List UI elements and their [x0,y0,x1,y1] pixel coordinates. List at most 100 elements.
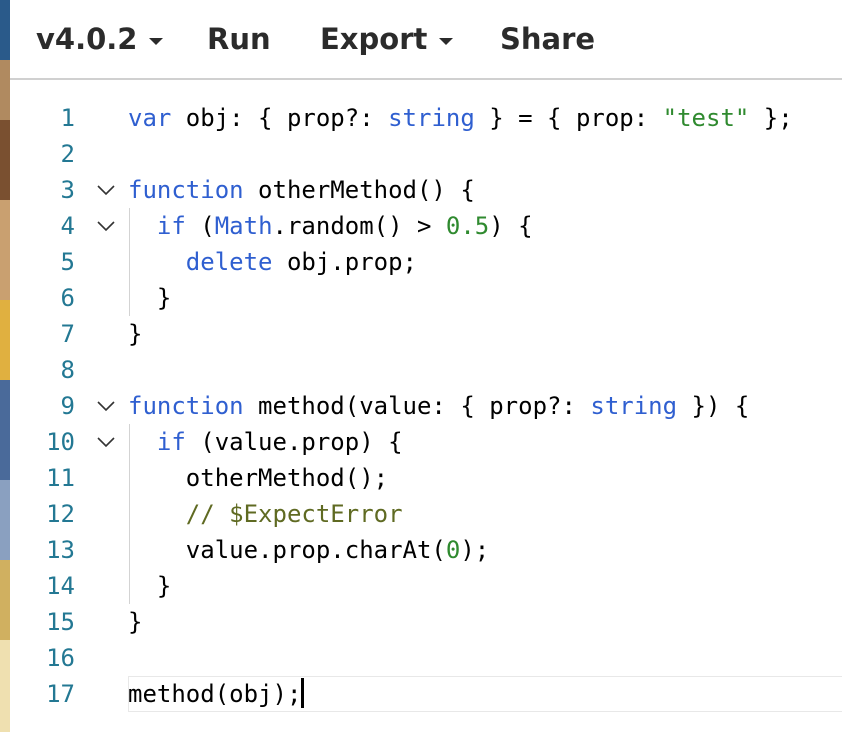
export-dropdown[interactable]: Export [320,22,454,56]
code-token: // $ExpectError [185,500,403,528]
code-token [128,428,157,456]
code-token [128,212,157,240]
code-line[interactable]: 7} [10,316,842,352]
indent-guide [129,244,130,280]
line-code: method(obj); [128,676,305,712]
line-code: if (value.prop) { [128,424,403,460]
code-token: } [128,608,143,636]
code-line[interactable]: 9 function method(value: { prop?: string … [10,388,842,424]
fold-chevron-icon[interactable] [96,388,116,424]
code-line[interactable]: 6 } [10,280,842,316]
line-number: 16 [46,644,75,672]
fold-chevron-icon[interactable] [96,424,116,460]
line-code: function otherMethod() { [128,172,475,208]
code-token: }; [749,104,793,132]
code-token: } [128,284,172,312]
code-token: function [128,392,244,420]
code-line[interactable]: 17 method(obj); [10,676,842,712]
code-line[interactable]: 14 } [10,568,842,604]
code-token: (value.prop) { [185,428,403,456]
code-line[interactable]: 15} [10,604,842,640]
line-number: 3 [60,176,75,204]
code-token: "test" [662,104,750,132]
code-token [128,248,186,276]
fold-chevron-icon[interactable] [96,172,116,208]
version-dropdown[interactable]: v4.0.2 [36,22,164,56]
fold-chevron-icon[interactable] [96,208,116,244]
line-code: delete obj.prop; [128,244,417,280]
run-label: Run [207,22,271,56]
toolbar: v4.0.2 Run Export Share [10,0,842,80]
background-window-strip [0,0,10,732]
code-line[interactable]: 13 value.prop.charAt(0); [10,532,842,568]
code-line[interactable]: 2 [10,136,842,172]
line-code: } [128,604,142,640]
line-number: 13 [46,536,75,564]
code-line[interactable]: 8 [10,352,842,388]
current-line-highlight [128,676,842,712]
code-token: if [156,428,186,456]
code-token: method(value: { prop?: [243,392,591,420]
line-number: 5 [60,248,75,276]
line-code: } [128,568,171,604]
code-token: obj.prop; [272,248,417,276]
indent-guide [129,568,130,604]
code-token: ( [185,212,215,240]
code-token [128,500,186,528]
line-number: 2 [60,140,75,168]
line-number: 12 [46,500,75,528]
code-token: }) { [677,392,750,420]
line-code: if (Math.random() > 0.5) { [128,208,533,244]
caret-down-icon [439,37,454,45]
line-code: value.prop.charAt(0); [128,532,489,568]
code-token: ) { [489,212,533,240]
indent-guide [129,208,130,244]
indent-guide [129,460,130,496]
line-number: 1 [60,104,75,132]
code-line[interactable]: 5 delete obj.prop; [10,244,842,280]
code-line[interactable]: 11 otherMethod(); [10,460,842,496]
code-token: otherMethod() { [243,176,475,204]
line-code: } [128,280,171,316]
line-number: 4 [60,212,75,240]
run-button[interactable]: Run [207,22,271,56]
code-token: } [128,572,172,600]
code-line[interactable]: 12 // $ExpectError [10,496,842,532]
code-line[interactable]: 16 [10,640,842,676]
line-number: 9 [60,392,75,420]
line-code: function method(value: { prop?: string }… [128,388,749,424]
text-cursor [301,678,305,708]
line-number: 6 [60,284,75,312]
code-token: } = { prop: [474,104,663,132]
indent-guide [129,496,130,532]
line-code: // $ExpectError [128,496,403,532]
code-token: 0.5 [445,212,490,240]
code-editor[interactable]: 1 var obj: { prop?: string } = { prop: "t… [10,100,842,712]
line-number: 15 [46,608,75,636]
code-token: if [156,212,186,240]
code-token: otherMethod(); [128,464,389,492]
line-code: otherMethod(); [128,460,388,496]
share-button[interactable]: Share [500,22,595,56]
code-token: ); [460,536,490,564]
code-token: .random() > [272,212,446,240]
code-line[interactable]: 1 var obj: { prop?: string } = { prop: "t… [10,100,842,136]
indent-guide [129,532,130,568]
line-number: 14 [46,572,75,600]
line-number: 17 [46,680,75,708]
code-token: delete [185,248,273,276]
line-number: 8 [60,356,75,384]
line-code: var obj: { prop?: string } = { prop: "te… [128,100,793,136]
code-line[interactable]: 3 function otherMethod() { [10,172,842,208]
code-line[interactable]: 4 if (Math.random() > 0.5) { [10,208,842,244]
version-label: v4.0.2 [36,22,138,56]
code-token: string [388,104,475,132]
code-token: } [128,320,143,348]
line-code: } [128,316,142,352]
indent-guide [129,280,130,316]
code-token: 0 [445,536,461,564]
share-label: Share [500,22,596,56]
code-line[interactable]: 10 if (value.prop) { [10,424,842,460]
code-token: string [590,392,678,420]
caret-down-icon [149,37,164,45]
